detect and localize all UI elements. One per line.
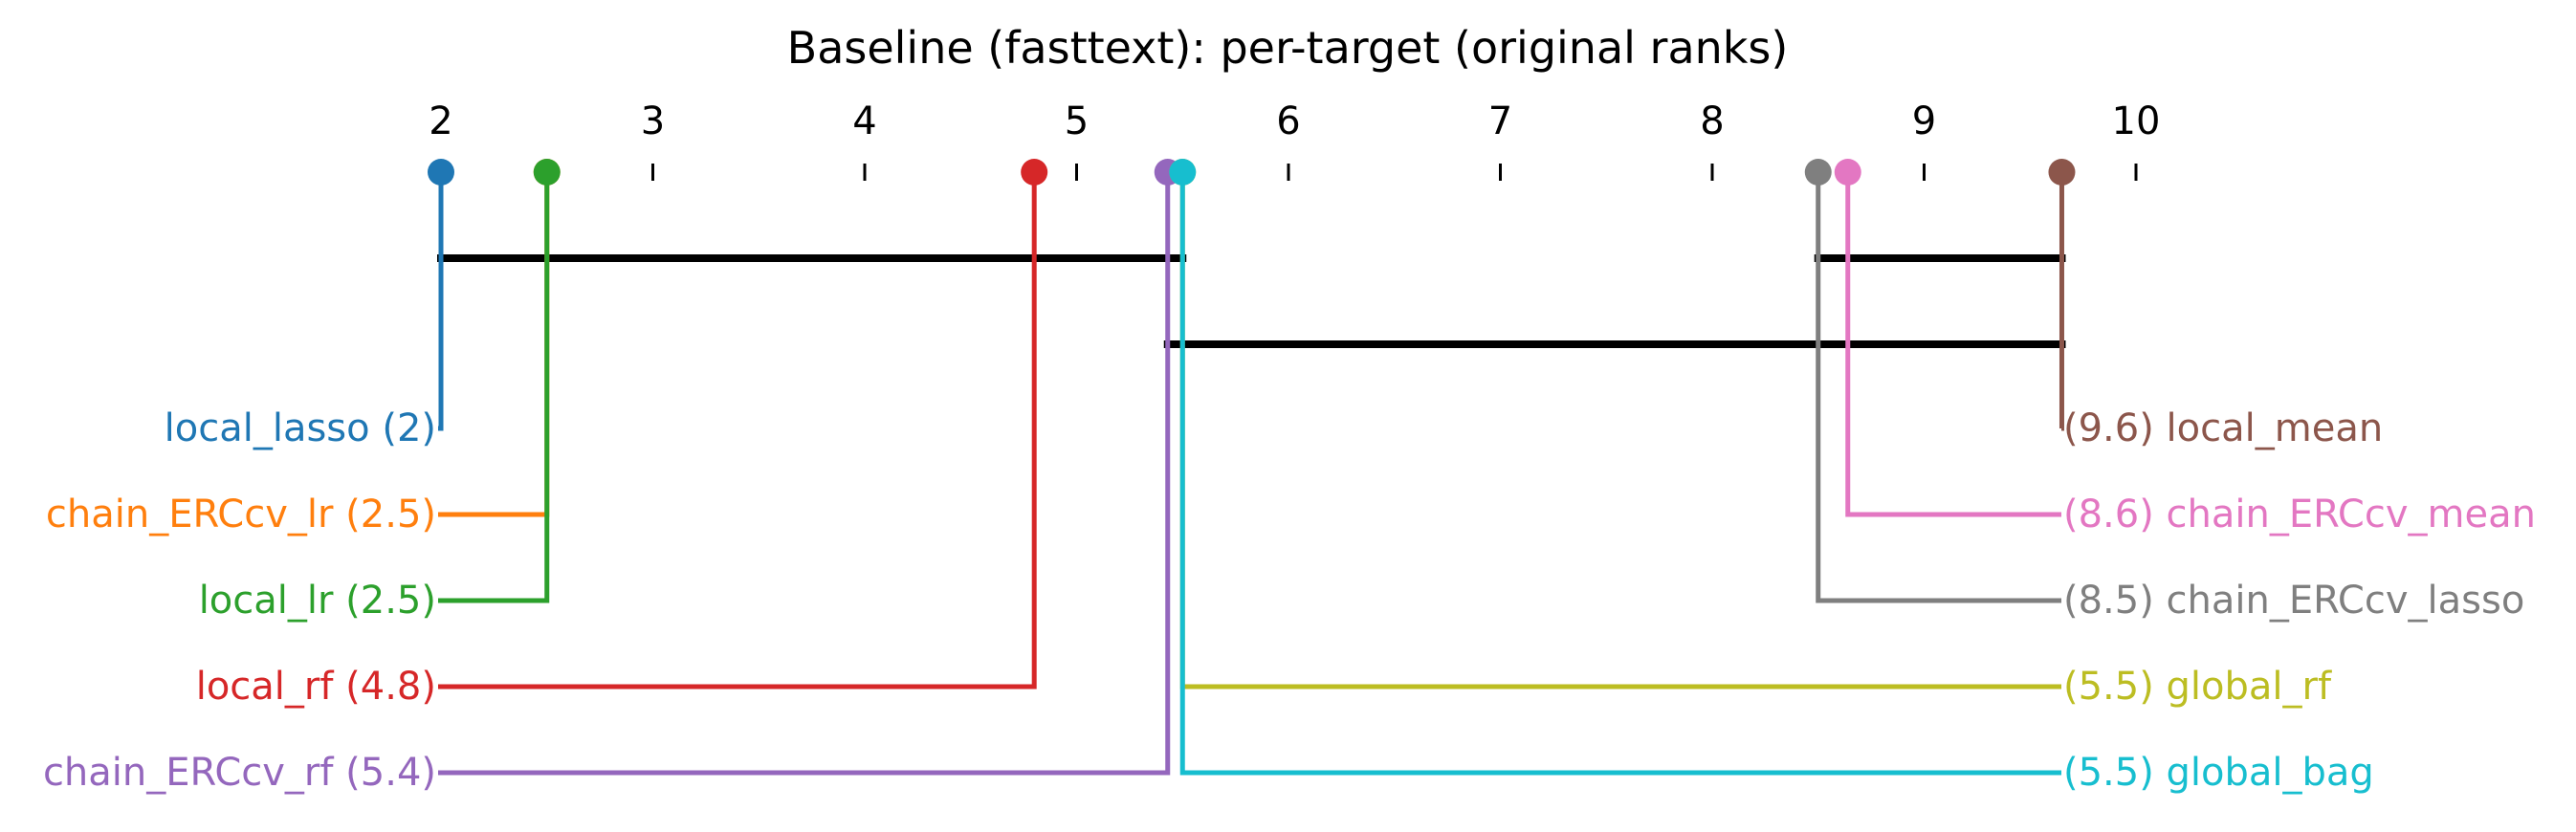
rank-marker: [1804, 159, 1832, 186]
method-global_bag: (5.5) global_bag: [1169, 159, 2374, 795]
method-label: (5.5) global_rf: [2063, 665, 2332, 709]
method-connector: [438, 172, 1037, 690]
method-connector: [1816, 172, 2061, 603]
method-connector: [438, 172, 444, 431]
method-connector: [1845, 172, 2061, 517]
method-label: chain_ERCcv_rf (5.4): [43, 751, 436, 795]
rank-axis: 2 3 4 5 6 7 8 9 10: [429, 99, 2160, 181]
method-label: (8.6) chain_ERCcv_mean: [2063, 493, 2536, 536]
method-label: (9.6) local_mean: [2063, 406, 2383, 450]
clique-bars: [437, 254, 2066, 348]
method-connector: [438, 172, 550, 603]
axis-tick-label: 4: [852, 99, 876, 143]
method-markers: local_lasso (2) chain_ERCcv_lr (2.5) local…: [43, 159, 2536, 795]
method-label: chain_ERCcv_lr (2.5): [46, 493, 436, 536]
method-label: (8.5) chain_ERCcv_lasso: [2063, 579, 2524, 623]
axis-tick-label: 9: [1912, 99, 1936, 143]
method-connector: [438, 172, 550, 517]
axis-tick-label: 8: [1700, 99, 1724, 143]
rank-marker: [1169, 159, 1197, 186]
method-connector: [438, 172, 1171, 776]
rank-marker: [428, 159, 454, 186]
method-connector: [1179, 172, 2061, 776]
method-label: local_lasso (2): [165, 406, 436, 450]
axis-tick-label: 2: [429, 99, 452, 143]
method-chain_ERCcv_lr: chain_ERCcv_lr (2.5): [46, 159, 561, 536]
axis-tick-label: 7: [1488, 99, 1512, 143]
method-chain_ERCcv_mean: (8.6) chain_ERCcv_mean: [1834, 159, 2536, 536]
method-label: local_lr (2.5): [199, 579, 436, 623]
method-chain_ERCcv_lasso: (8.5) chain_ERCcv_lasso: [1804, 159, 2524, 623]
axis-tick-label: 5: [1065, 99, 1089, 143]
rank-marker: [1021, 159, 1048, 186]
axis-tick-label: 10: [2112, 99, 2161, 143]
rank-marker: [1834, 159, 1861, 186]
axis-tick-label: 3: [641, 99, 665, 143]
method-local_lasso: local_lasso (2): [165, 159, 454, 450]
method-label: (5.5) global_bag: [2063, 751, 2374, 795]
method-local_lr: local_lr (2.5): [199, 159, 561, 623]
method-local_mean: (9.6) local_mean: [2048, 159, 2383, 450]
axis-tick-label: 6: [1276, 99, 1300, 143]
rank-marker: [533, 159, 561, 186]
method-connector: [1179, 172, 2061, 690]
method-local_rf: local_rf (4.8): [196, 159, 1048, 709]
method-label: local_rf (4.8): [196, 665, 436, 709]
rank-marker: [2048, 159, 2076, 186]
chart-title: Baseline (fasttext): per-target (origina…: [787, 22, 1789, 74]
